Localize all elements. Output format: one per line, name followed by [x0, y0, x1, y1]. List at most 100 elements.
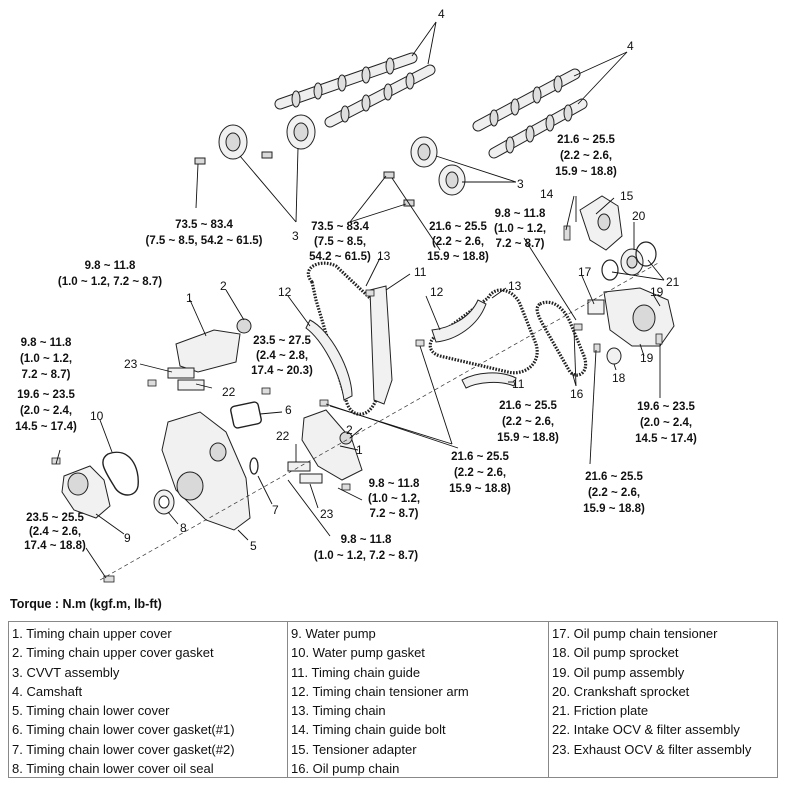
- water-pump: [61, 465, 111, 519]
- timing-chain-guide-lower: [461, 372, 517, 389]
- callout-10: 10: [90, 409, 104, 423]
- callout-1b: 1: [356, 443, 363, 457]
- legend-item: 14. Timing chain guide bolt: [291, 722, 446, 738]
- timing-chain-upper-cover: [175, 318, 252, 373]
- callout-5: 5: [250, 539, 257, 553]
- crankshaft-sprocket: [620, 248, 644, 276]
- callout-15: 15: [620, 189, 634, 203]
- callout-numbers: 4 4 3 3 14 15 20 13 11 12 12 13 17 21 19…: [90, 7, 680, 553]
- callout-4b: 4: [627, 39, 634, 53]
- timing-chain-upper-cover-right: [301, 409, 363, 481]
- legend-column-1: 1. Timing chain upper cover 2. Timing ch…: [9, 622, 288, 777]
- torque-label-12: 19.6 ~ 23.5(2.0 ~ 2.4,14.5 ~ 17.4): [635, 401, 697, 445]
- torque-label-11: 21.6 ~ 25.5(2.2 ~ 2.6,15.9 ~ 18.8): [449, 451, 511, 495]
- torque-label-8: 9.8 ~ 11.8(1.0 ~ 1.2,7.2 ~ 8.7): [20, 337, 72, 381]
- legend-item: 2. Timing chain upper cover gasket: [12, 645, 214, 661]
- camshaft-left-pair: [274, 52, 436, 128]
- camshaft-right-pair: [472, 68, 588, 159]
- callout-21: 21: [666, 275, 680, 289]
- legend-item: 15. Tensioner adapter: [291, 741, 417, 757]
- parts-legend-table: 1. Timing chain upper cover 2. Timing ch…: [8, 621, 778, 778]
- legend-item: 8. Timing chain lower cover oil seal: [12, 761, 214, 777]
- legend-item: 22. Intake OCV & filter assembly: [552, 722, 740, 738]
- legend-item: 5. Timing chain lower cover: [12, 703, 170, 719]
- legend-item: 10. Water pump gasket: [291, 645, 425, 661]
- water-pump-gasket: [102, 451, 139, 496]
- legend-item: 19. Oil pump assembly: [552, 664, 685, 680]
- lower-cover-gasket-2: [249, 457, 259, 475]
- callout-22b: 22: [276, 429, 290, 443]
- lower-cover-oil-seal: [153, 489, 175, 515]
- legend-item: 21. Friction plate: [552, 703, 649, 719]
- callout-16: 16: [570, 387, 584, 401]
- legend-column-2: 9. Water pump 10. Water pump gasket 11. …: [288, 622, 549, 777]
- callout-2b: 2: [346, 423, 353, 437]
- torque-label-5: 21.6 ~ 25.5(2.2 ~ 2.6,15.9 ~ 18.8): [555, 134, 617, 178]
- legend-item: 4. Camshaft: [12, 683, 83, 699]
- torque-labels: 73.5 ~ 83.4(7.5 ~ 8.5, 54.2 ~ 61.5) 73.5…: [15, 134, 697, 562]
- timing-chain-guide-upper: [369, 285, 393, 405]
- torque-label-13: 21.6 ~ 25.5(2.2 ~ 2.6,15.9 ~ 18.8): [583, 471, 645, 515]
- callout-11b: 11: [512, 377, 525, 391]
- legend-item: 7. Timing chain lower cover gasket(#2): [12, 741, 235, 757]
- callout-12a: 12: [278, 285, 292, 299]
- legend-column-3: 17. Oil pump chain tensioner 18. Oil pum…: [549, 622, 776, 777]
- oil-pump-assembly: [603, 287, 675, 365]
- callout-3b: 3: [517, 177, 524, 191]
- callout-1a: 1: [186, 291, 193, 305]
- legend-item: 3. CVVT assembly: [12, 664, 120, 680]
- legend-item: 20. Crankshaft sprocket: [552, 683, 690, 699]
- callout-13b: 13: [508, 279, 522, 293]
- callout-8: 8: [180, 521, 187, 535]
- oil-pump-chain: [535, 300, 588, 377]
- callout-12b: 12: [430, 285, 444, 299]
- torque-label-15: 9.8 ~ 11.8(1.0 ~ 1.2, 7.2 ~ 8.7): [314, 534, 418, 562]
- callout-13a: 13: [377, 249, 391, 263]
- legend-item: 13. Timing chain: [291, 703, 386, 719]
- tensioner-arm-right: [431, 299, 487, 343]
- timing-chain-lower-cover: [161, 411, 251, 531]
- callout-4a: 4: [438, 7, 445, 21]
- callout-19a: 19: [650, 285, 664, 299]
- legend-item: 23. Exhaust OCV & filter assembly: [552, 741, 752, 757]
- legend-item: 17. Oil pump chain tensioner: [552, 626, 718, 641]
- legend-item: 11. Timing chain guide: [291, 664, 421, 680]
- callout-20: 20: [632, 209, 646, 223]
- torque-label-9: 19.6 ~ 23.5(2.0 ~ 2.4,14.5 ~ 17.4): [15, 389, 77, 433]
- timing-chain-right: [428, 288, 539, 375]
- callout-19b: 19: [640, 351, 654, 365]
- callout-17: 17: [578, 265, 592, 279]
- torque-label-3: 21.6 ~ 25.5(2.2 ~ 2.6,15.9 ~ 18.8): [427, 221, 489, 263]
- callout-22a: 22: [222, 385, 236, 399]
- tensioner-arm-left: [305, 319, 353, 401]
- torque-label-10: 21.6 ~ 25.5(2.2 ~ 2.6,15.9 ~ 18.8): [497, 400, 559, 444]
- torque-label-2: 73.5 ~ 83.4(7.5 ~ 8.5,54.2 ~ 61.5): [309, 221, 371, 263]
- torque-unit-heading: Torque : N.m (kgf.m, lb-ft): [10, 597, 162, 611]
- torque-label-6: 9.8 ~ 11.8(1.0 ~ 1.2, 7.2 ~ 8.7): [58, 260, 162, 288]
- torque-label-16: 23.5 ~ 25.5(2.4 ~ 2.6,17.4 ~ 18.8): [24, 512, 86, 552]
- torque-label-1: 73.5 ~ 83.4(7.5 ~ 8.5, 54.2 ~ 61.5): [146, 219, 263, 247]
- legend-item: 1. Timing chain upper cover: [12, 626, 172, 641]
- callout-3a: 3: [292, 229, 299, 243]
- callout-14: 14: [540, 187, 554, 201]
- callout-9: 9: [124, 531, 131, 545]
- bolts: [51, 225, 663, 583]
- legend-item: 9. Water pump: [291, 626, 376, 641]
- legend-item: 16. Oil pump chain: [291, 761, 400, 777]
- callout-23b: 23: [320, 507, 334, 521]
- torque-label-4: 9.8 ~ 11.8(1.0 ~ 1.2,7.2 ~ 8.7): [494, 208, 546, 250]
- torque-label-14: 9.8 ~ 11.8(1.0 ~ 1.2,7.2 ~ 8.7): [368, 478, 420, 520]
- ocv-filter-right: [287, 461, 323, 484]
- tensioner-adapter: [579, 195, 623, 251]
- torque-label-7: 23.5 ~ 27.5(2.4 ~ 2.8,17.4 ~ 20.3): [251, 335, 313, 377]
- callout-23a: 23: [124, 357, 138, 371]
- legend-item: 6. Timing chain lower cover gasket(#1): [12, 722, 235, 738]
- exploded-diagram: 4 4 3 3 14 15 20 13 11 12 12 13 17 21 19…: [15, 7, 697, 583]
- oil-pump-chain-tensioner: [587, 299, 605, 315]
- ocv-filter-left: [167, 367, 205, 391]
- legend-item: 18. Oil pump sprocket: [552, 645, 679, 661]
- callout-6: 6: [285, 403, 292, 417]
- legend-item: 12. Timing chain tensioner arm: [291, 683, 469, 699]
- cvvt-right: [383, 136, 466, 207]
- callout-2a: 2: [220, 279, 227, 293]
